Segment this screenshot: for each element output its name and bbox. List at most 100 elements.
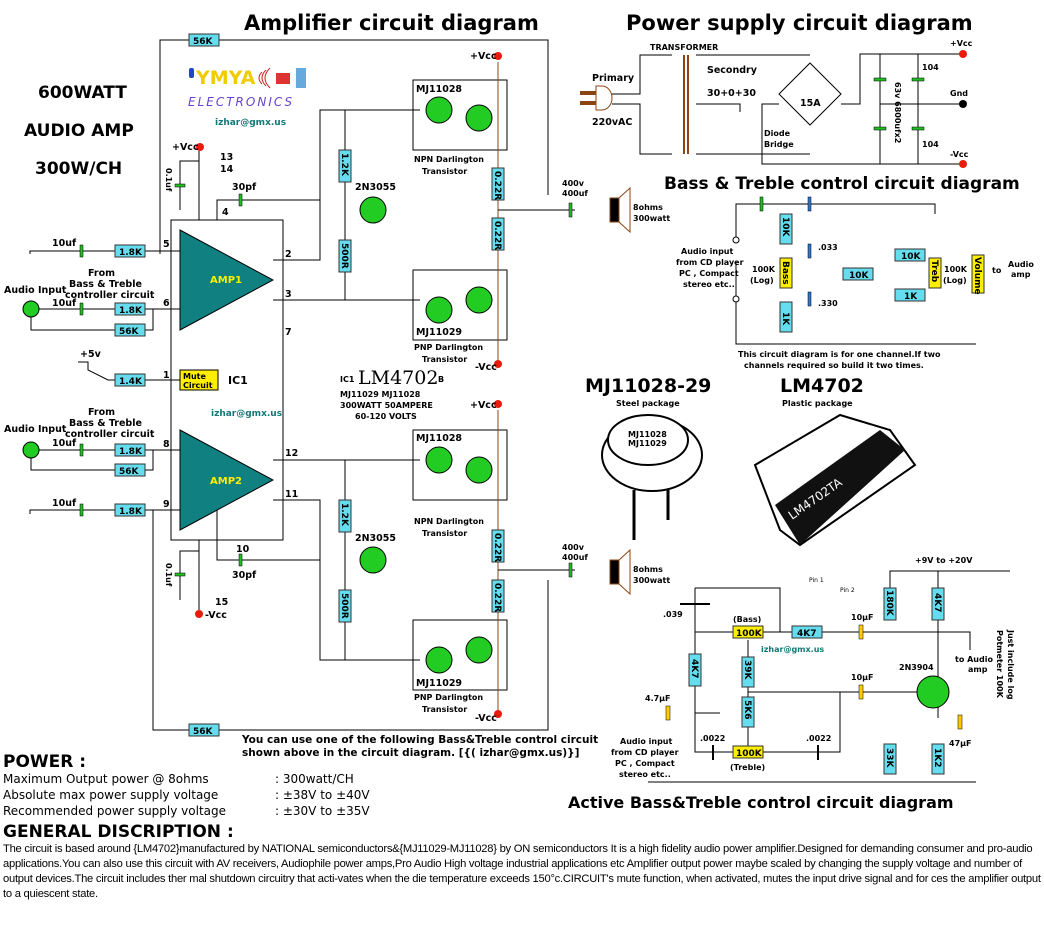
speaker-label: 300watt <box>633 576 670 585</box>
speaker-cone <box>618 186 631 234</box>
vcc-label: +Vcc <box>470 51 497 62</box>
amp1-triangle <box>179 229 275 331</box>
cap-label: 104 <box>922 140 939 149</box>
cap-label: 10µF <box>851 613 873 622</box>
capacitor <box>858 624 864 640</box>
resistor-label: 1K <box>780 312 790 326</box>
capacitor <box>807 196 812 212</box>
secondary-voltage: 30+0+30 <box>707 88 756 99</box>
darlington-label: Transistor <box>422 529 467 538</box>
resistor-label: 33K <box>884 748 894 769</box>
pot-label: 100K <box>736 749 763 759</box>
power-row: Absolute max power supply voltage: ±38V … <box>3 788 370 802</box>
cap-label: .033 <box>818 243 838 252</box>
vcc-terminal <box>196 143 204 151</box>
vcc-neg-terminal <box>494 710 502 718</box>
side-note: Potmeter 100K <box>995 630 1004 699</box>
resistor <box>114 244 146 258</box>
resistor-label: 4K7 <box>797 629 817 639</box>
npn-transistor <box>425 446 453 474</box>
resistor-label: 500R <box>339 593 349 619</box>
gnd-terminal <box>959 100 967 108</box>
power-value: : ±30V to ±35V <box>275 804 370 818</box>
from-label: Bass & Treble <box>69 418 142 429</box>
tv-icon <box>276 73 290 84</box>
input-label: stereo etc.. <box>683 280 735 289</box>
resistor-label: 5K6 <box>742 700 752 720</box>
mj-mark: MJ11028 <box>628 430 667 439</box>
darlington-label: PNP Darlington <box>414 343 483 352</box>
treble-pot <box>928 257 942 289</box>
resistor-1.2k <box>338 499 352 533</box>
capacitor <box>79 244 84 258</box>
pin1-label: Pin 1 <box>809 577 824 584</box>
from-label: controller circuit <box>65 290 155 301</box>
capacitor <box>759 196 764 212</box>
vcc-terminal <box>959 50 967 58</box>
capacitor <box>807 291 812 307</box>
vcc-neg-terminal <box>494 360 502 368</box>
capacitor-30pf <box>238 553 243 567</box>
cap-label: .0022 <box>806 734 831 743</box>
npn-transistor <box>465 456 493 484</box>
resistor-label: 56K <box>193 37 214 47</box>
general-heading: GENERAL DISCRIPTION : <box>3 822 234 842</box>
input-terminal[interactable] <box>732 295 740 303</box>
to3-can <box>607 414 689 466</box>
cap-label: 400uf <box>562 189 588 198</box>
pnp-darlington-box <box>412 269 508 341</box>
pot-label: Volume <box>972 257 982 295</box>
bass-label: (Bass) <box>733 615 761 624</box>
cap-label: .330 <box>818 299 838 308</box>
logo-subtext: ELECTRONICS <box>188 95 294 109</box>
power-heading: POWER : <box>3 752 87 772</box>
resistor <box>114 302 146 316</box>
pin2-label: Pin 2 <box>840 587 855 594</box>
capacitor <box>174 572 186 577</box>
transistor-2n3055 <box>359 196 387 224</box>
pot-value: 100K <box>752 265 776 274</box>
input-label: PC , Compact <box>679 269 739 278</box>
from-label: From <box>88 268 115 279</box>
resistor <box>894 288 926 302</box>
power-supply-circuit: TRANSFORMER Primary 220vAC Secondry 30+0… <box>580 39 973 168</box>
resistor-label: 0.22R <box>492 583 502 612</box>
cap-label: .039 <box>663 610 683 619</box>
resistor-0.22r <box>491 217 505 251</box>
amplifier-heading: Amplifier circuit diagram <box>244 11 539 35</box>
amplifier-circuit: 56K 56K AMP1 AMP2 Mute Circuit IC1 5 6 1… <box>4 33 670 737</box>
capacitor <box>79 302 84 316</box>
resistor-500r <box>338 239 352 273</box>
cap-label: 10uf <box>52 298 77 309</box>
cap-label: 0.1uf <box>164 168 173 192</box>
speaker-label: 300watt <box>633 214 670 223</box>
npn-darlington-box <box>412 429 508 501</box>
resistor-label: 1.2K <box>339 503 349 527</box>
resistor <box>842 267 874 281</box>
resistor-0.22r <box>491 167 505 201</box>
amplifier-note: You can use one of the following Bass&Tr… <box>242 734 598 760</box>
audio-input-jack[interactable] <box>22 441 40 459</box>
input-label: from CD player <box>611 748 679 757</box>
side-title-line2: AUDIO AMP <box>24 121 134 141</box>
resistor <box>883 587 897 621</box>
feedback-resistor-top <box>188 33 220 47</box>
audio-input-jack[interactable] <box>22 300 40 318</box>
resistor-label: 1.8K <box>119 306 143 316</box>
darlington-label: PNP Darlington <box>414 693 483 702</box>
side-title-line3: 300W/CH <box>35 159 122 179</box>
cap-label: 0.1uf <box>164 563 173 587</box>
resistor <box>688 653 702 687</box>
power-supply-heading: Power supply circuit diagram <box>626 11 973 35</box>
amp2-triangle <box>179 429 275 531</box>
cap-label: 10uf <box>52 238 77 249</box>
audio-input-label: Audio Input <box>4 424 67 435</box>
secondary-label: Secondry <box>707 65 758 76</box>
resistor <box>114 463 146 477</box>
pin-label: 15 <box>215 597 228 608</box>
resistor-label: 500R <box>339 243 349 269</box>
input-terminal[interactable] <box>732 236 740 244</box>
ic-info: 300WATT 50AMPERE <box>340 401 433 410</box>
pin-label: 8 <box>163 439 170 450</box>
brand-email: izhar@gmx.us <box>215 118 286 128</box>
